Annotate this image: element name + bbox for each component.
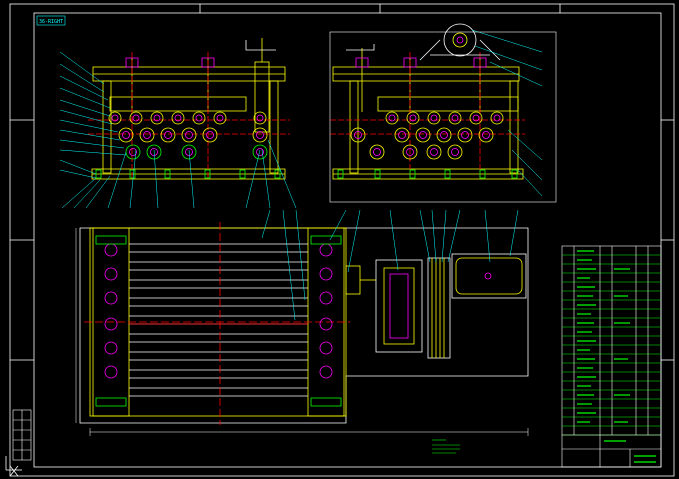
side-leader-lines xyxy=(471,29,543,197)
revision-box xyxy=(12,409,32,461)
side-rollers xyxy=(350,111,504,160)
plan-leader-lines xyxy=(261,209,519,321)
plan-view xyxy=(79,222,529,425)
plan-dimension xyxy=(75,228,529,436)
technical-notes xyxy=(432,439,460,454)
front-leader-lines xyxy=(59,51,297,209)
drawing-code-box: 36-RIGHT xyxy=(36,15,66,26)
drawing-code-label: 36-RIGHT xyxy=(39,19,63,25)
ucs-axis-icon xyxy=(5,456,22,477)
title-block xyxy=(561,245,662,468)
side-view-border xyxy=(329,31,557,203)
sheet-frame xyxy=(9,3,675,477)
front-base-bolts xyxy=(95,169,281,179)
side-base-bolts xyxy=(337,169,518,179)
front-lower-rollers xyxy=(118,127,268,160)
side-elevation-view xyxy=(330,23,525,180)
front-upper-rollers xyxy=(108,111,267,125)
